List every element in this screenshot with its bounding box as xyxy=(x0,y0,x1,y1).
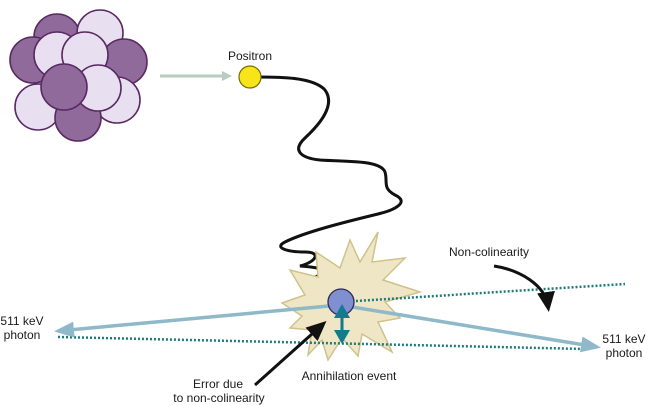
photon-right-label-line1: 511 keV xyxy=(602,332,645,346)
nucleon-dark xyxy=(40,63,88,111)
photon-arrow-left xyxy=(54,303,341,338)
nucleus xyxy=(9,9,148,142)
error-label-line2: to non-colinearity xyxy=(173,391,264,405)
positron-label: Positron xyxy=(228,49,272,63)
non-colinear-dotted-line xyxy=(339,282,626,304)
annihilation-event-label: Annihilation event xyxy=(302,369,397,383)
error-double-arrow xyxy=(334,304,350,344)
photon-left-label-line1: 511 keV xyxy=(0,314,43,328)
photon-arrow-right xyxy=(339,303,601,353)
photon-left-label-line2: photon xyxy=(4,328,41,342)
photon-right-label-line2: photon xyxy=(606,346,643,360)
error-pointer-arrow xyxy=(253,320,327,387)
non-colinearity-pointer xyxy=(493,264,555,312)
non-colinearity-label: Non-colinearity xyxy=(449,245,529,259)
error-label-line1: Error due xyxy=(193,377,243,391)
positron-particle xyxy=(238,65,262,89)
positron-path xyxy=(248,75,403,296)
